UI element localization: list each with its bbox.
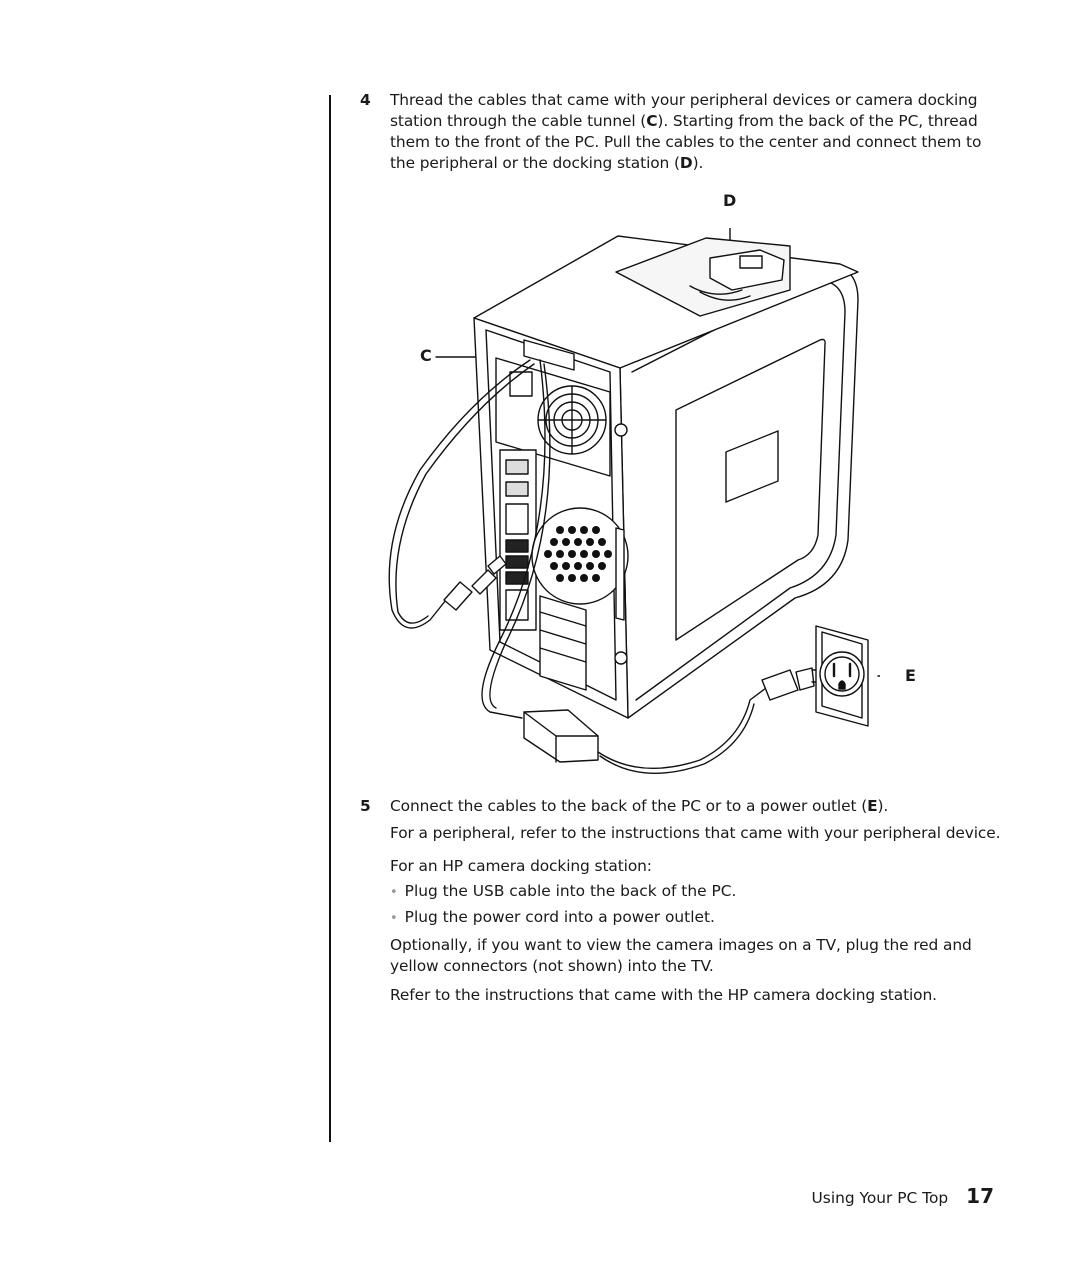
power-plug — [761, 669, 799, 701]
docking-intro-paragraph: For an HP camera docking station: — [390, 857, 652, 875]
thumb-screw-top — [614, 423, 628, 437]
thumb-screw-bottom — [614, 651, 628, 665]
power-cord — [597, 687, 767, 769]
case-handle — [615, 527, 625, 621]
step-number: 5 — [360, 797, 371, 815]
page-footer: Using Your PC Top 17 — [812, 1184, 994, 1208]
docking-station — [709, 249, 785, 291]
refer-paragraph: Refer to the instructions that came with… — [390, 986, 937, 1004]
fan-grill-holes — [544, 526, 612, 582]
expansion-slots — [539, 595, 587, 691]
rear-fan — [531, 507, 629, 605]
usb-cable — [388, 359, 531, 629]
page-number: 17 — [966, 1184, 994, 1208]
usb-plug — [443, 581, 473, 611]
cable-tunnel — [523, 339, 575, 371]
docking-power-cable — [481, 359, 546, 719]
step-4: 4 Thread the cables that came with your … — [360, 90, 1000, 174]
peripheral-paragraph: For a peripheral, refer to the instructi… — [390, 824, 1001, 842]
margin-rule — [329, 95, 331, 1142]
bullet-dot: • — [390, 885, 398, 900]
step-number: 4 — [360, 91, 371, 109]
bullet-dot: • — [390, 911, 398, 926]
side-logo-badge — [725, 430, 779, 503]
power-socket — [509, 371, 533, 397]
callout-e-label: E — [905, 666, 916, 685]
callout-d-label: D — [723, 191, 737, 210]
step-text: Connect the cables to the back of the PC… — [390, 797, 889, 815]
bullet-item: •Plug the power cord into a power outlet… — [390, 908, 715, 926]
footer-section-title: Using Your PC Top — [811, 1189, 949, 1207]
callout-c-label: C — [420, 346, 432, 365]
step-text: Thread the cables that came with your pe… — [390, 91, 982, 172]
step-5: 5 Connect the cables to the back of the … — [360, 796, 1000, 817]
optional-paragraph: Optionally, if you want to view the came… — [390, 936, 972, 975]
pc-cable-illustration — [388, 228, 880, 774]
bullet-item: •Plug the USB cable into the back of the… — [390, 882, 737, 900]
